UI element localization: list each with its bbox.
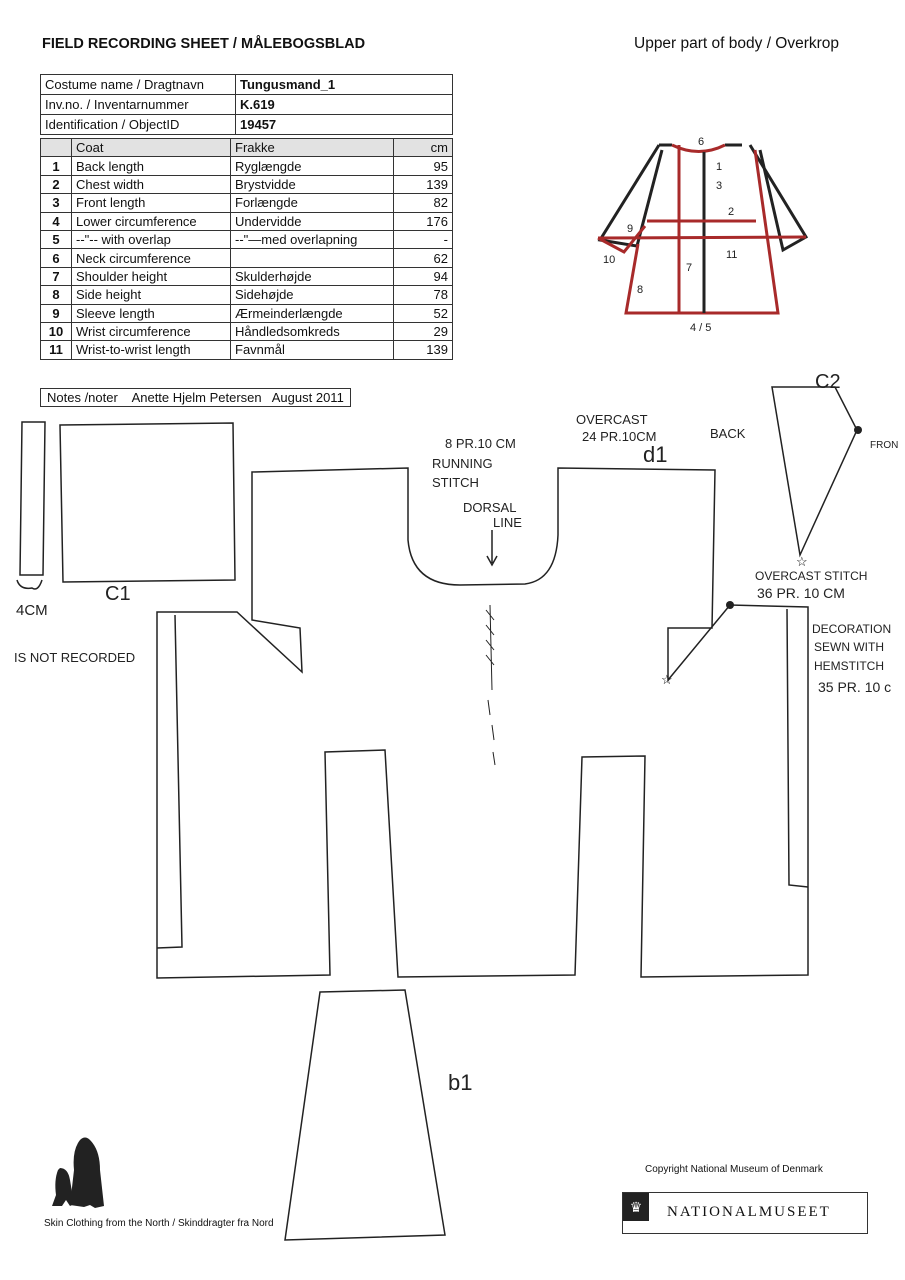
notes-date: August 2011 [271,390,344,405]
diagram-label: 1 [716,161,722,173]
row-number: 10 [40,321,72,342]
handwritten-notes: C1 C2 d1 b1 4CM IS NOT RECORDED 8 PR.10 … [14,371,898,1095]
overcast-note: 24 PR.10CM [582,429,656,444]
row-english: Chest width [71,174,231,195]
diagram-label: 7 [686,262,692,274]
c2-label: C2 [815,371,841,393]
overcast-stitch-note: 36 PR. 10 CM [757,585,845,601]
row-cm: 52 [393,303,453,323]
decoration-note: DECORATION [812,622,891,636]
dorsal-arrow [486,530,498,567]
diagram-label: 11 [726,249,737,261]
b1-piece [284,989,446,1241]
dorsal-line-stitching [485,604,496,766]
decoration-note: HEMSTITCH [814,659,884,673]
overcast-stitch-note: OVERCAST STITCH [755,569,867,583]
diagram-label: 2 [728,206,734,218]
header-en: Coat [71,137,231,158]
project-logo-figures [52,1137,104,1208]
row-english: Neck circumference [71,248,231,268]
dorsal-line-note: DORSAL [463,500,516,515]
diagram-label: 8 [637,284,643,296]
decoration-note: 35 PR. 10 c [818,679,891,695]
diagram-label: 10 [603,254,615,266]
row-cm: 139 [393,340,453,360]
copyright-text: Copyright National Museum of Denmark [645,1164,823,1175]
running-stitch-note: RUNNING [432,456,493,471]
notes-author: Anette Hjelm Petersen [131,390,262,405]
info-value: 19457 [235,114,453,135]
sheet-title: FIELD RECORDING SHEET / MÅLEBOGSBLAD [42,36,366,52]
overcast-marker-dot [726,601,734,609]
row-cm: 29 [393,321,453,342]
info-label: Identification / ObjectID [40,114,236,135]
b1-label: b1 [448,1070,472,1095]
c1-piece [59,422,236,583]
crown-icon: ♛ [623,1193,649,1221]
running-stitch-note: STITCH [432,475,479,490]
row-cm: 176 [393,211,453,231]
overcast-note: OVERCAST [576,412,648,427]
row-danish: Favnmål [230,340,394,360]
front-marker-dot [854,426,862,434]
row-cm: 94 [393,266,453,287]
width-note: 4CM [16,602,48,619]
coat-diagram [597,143,809,315]
diagram-label: 9 [627,223,633,235]
section-title: Upper part of body / Overkrop [634,35,840,52]
row-english: Sleeve length [71,303,231,323]
row-danish: Håndledsomkreds [230,321,394,342]
row-english: Shoulder height [71,266,231,287]
museum-name: NATIONALMUSEET [667,1204,831,1220]
right-edge-strip [786,608,809,888]
c2-piece [771,386,858,558]
d1-main-piece [156,467,809,979]
not-recorded-note: IS NOT RECORDED [14,650,135,665]
running-stitch-note: 8 PR.10 CM [445,436,516,451]
row-danish: Skulderhøjde [230,266,394,287]
decoration-note: SEWN WITH [814,640,884,654]
row-english: Lower circumference [71,211,231,231]
nationalmuseet-logo: ♛ NATIONALMUSEET [622,1192,868,1234]
row-cm: 78 [393,285,453,305]
c1-label: C1 [105,583,131,605]
notes-label: Notes /noter [47,390,118,405]
notes-box: Notes /noter Anette Hjelm Petersen Augus… [40,388,351,407]
header-cm: cm [393,137,453,158]
pattern-pieces [16,386,858,1241]
front-label: FRON [870,440,898,451]
diagram-label: 6 [698,136,704,148]
star-marker-icon: ☆ [661,672,673,687]
dorsal-line-note: LINE [493,515,522,530]
left-edge-strip [156,614,183,949]
coat-diagram-labels: 6 1 3 2 9 10 11 7 8 4 / 5 [603,136,737,334]
row-english: Front length [71,193,231,213]
d1-label: d1 [643,442,667,467]
row-english: Wrist-to-wrist length [71,340,231,360]
star-marker-icon: ☆ [796,554,808,569]
diagram-label: 4 / 5 [690,322,711,334]
back-label: BACK [710,426,746,441]
strip-piece [19,421,46,576]
width-brace [16,579,43,590]
diagram-label: 3 [716,180,722,192]
project-footer: Skin Clothing from the North / Skinddrag… [44,1218,274,1229]
